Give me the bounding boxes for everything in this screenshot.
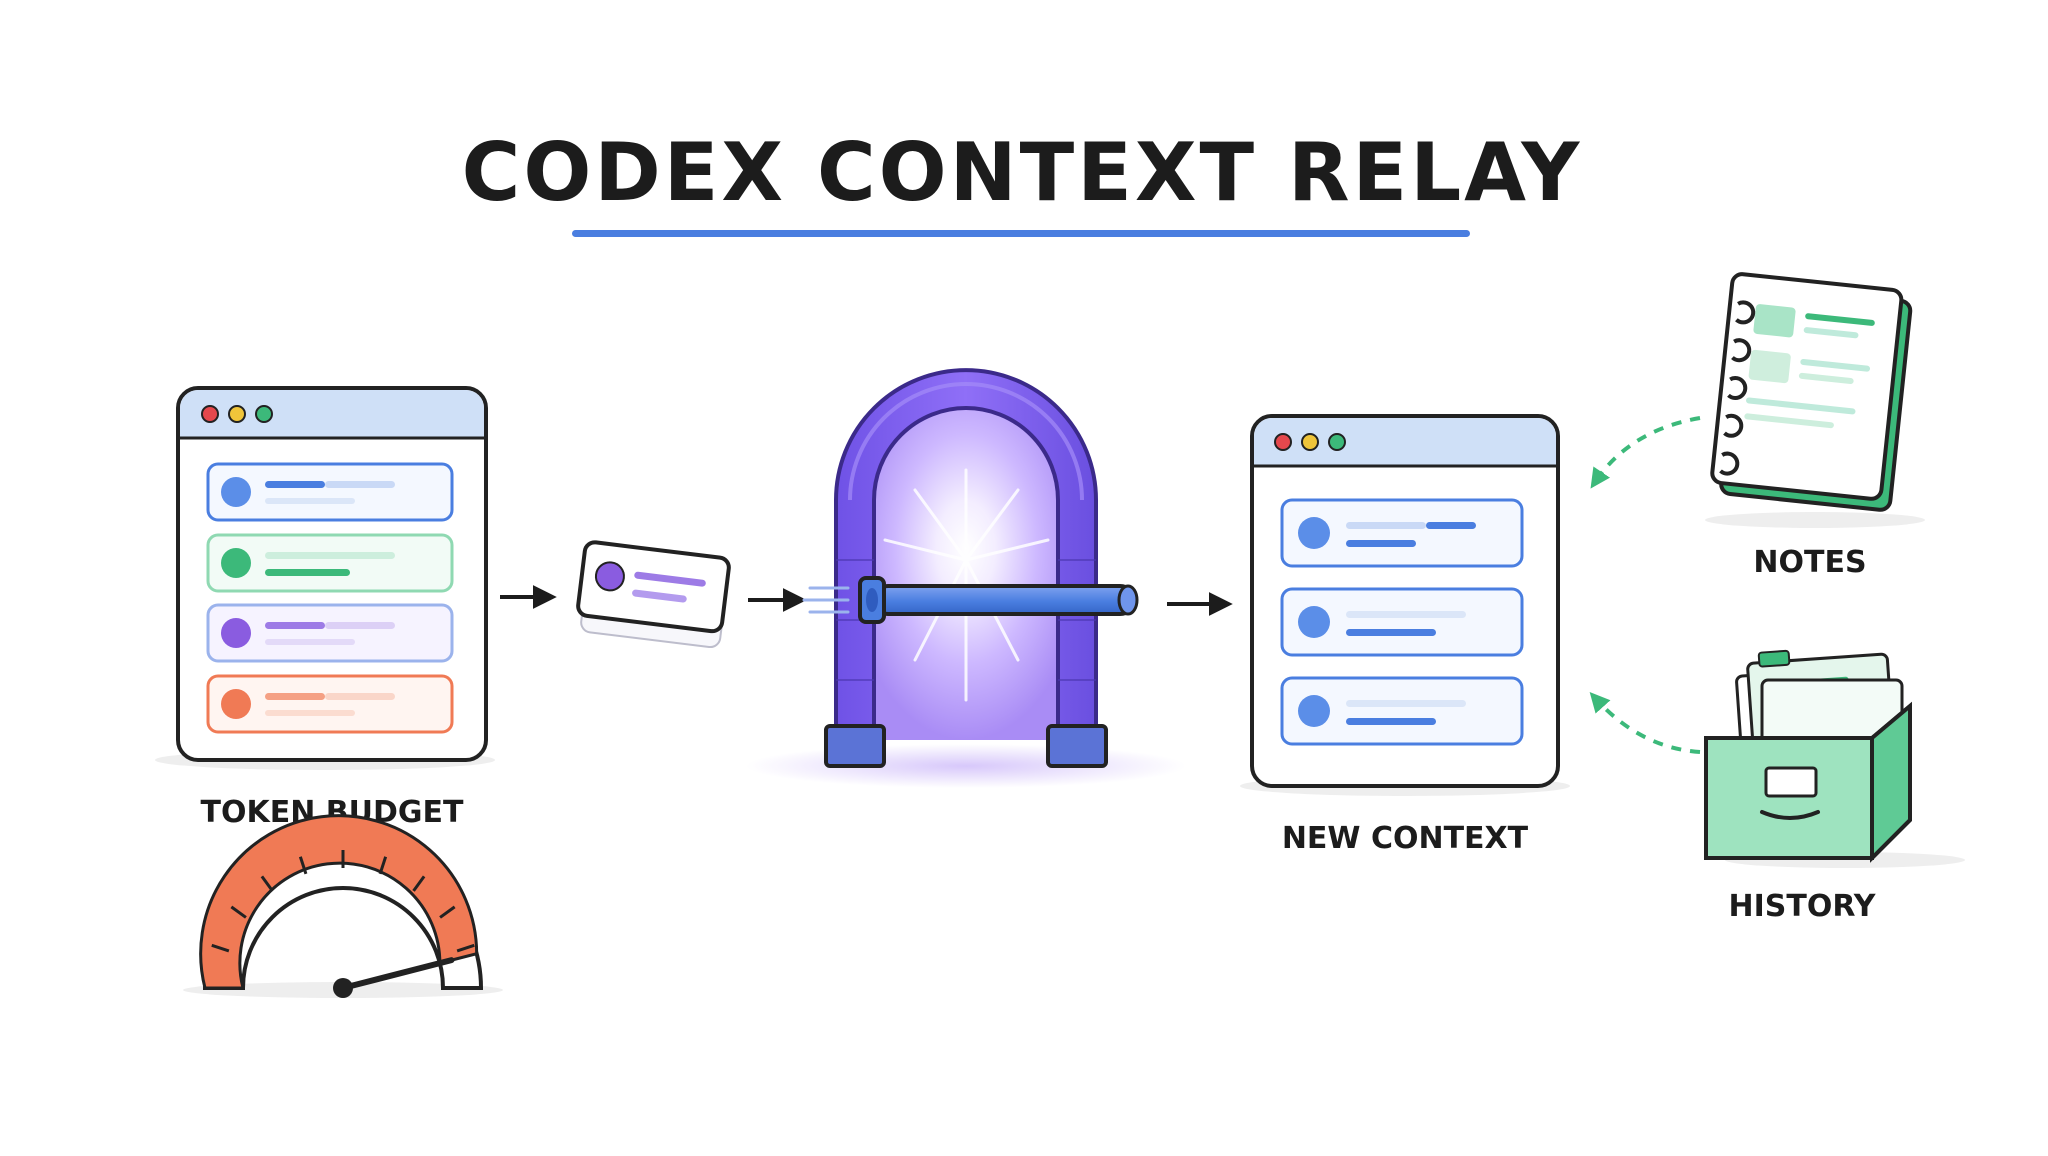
new-context-item — [1280, 587, 1524, 657]
context-item-blue — [206, 462, 454, 522]
new-context-item — [1280, 676, 1524, 746]
history-icon — [1704, 649, 1965, 868]
relay-bar — [858, 576, 1139, 624]
gauge-tick — [439, 905, 456, 919]
window-close-dot — [201, 405, 219, 423]
title-group: CODEX CONTEXT RELAY — [462, 126, 1583, 237]
page-title: CODEX CONTEXT RELAY — [462, 126, 1583, 219]
gauge-tick — [456, 943, 475, 953]
context-item-green — [206, 533, 454, 593]
window-maximize-dot — [255, 405, 273, 423]
gauge-tick — [298, 856, 308, 875]
gauge-fill — [199, 814, 479, 990]
summary-card-icon — [576, 540, 731, 649]
new-context-item — [1280, 498, 1524, 568]
history-to-context-arrow — [1589, 692, 1701, 754]
history-label: HISTORY — [1728, 889, 1876, 924]
gauge-icon — [183, 814, 503, 998]
window-minimize-dot — [228, 405, 246, 423]
context-item-purple — [206, 603, 454, 663]
new-context-label: NEW CONTEXT — [1282, 821, 1529, 856]
gauge-tick — [230, 905, 247, 919]
window-close-dot — [1274, 433, 1292, 451]
new-context-window — [1240, 414, 1570, 796]
gauge-needle — [340, 957, 455, 991]
title-underline — [572, 230, 1470, 237]
window-maximize-dot — [1328, 433, 1346, 451]
notes-icon — [1705, 272, 1925, 528]
notes-to-context-arrow — [1590, 416, 1701, 489]
gauge-tick — [412, 875, 426, 892]
token-budget-window — [155, 386, 495, 770]
gauge-tick — [211, 943, 230, 953]
gauge-tick — [260, 875, 274, 892]
portal-icon — [746, 368, 1186, 788]
notes-label: NOTES — [1753, 545, 1866, 580]
gauge-tick — [378, 856, 388, 875]
window-minimize-dot — [1301, 433, 1319, 451]
context-item-orange — [206, 674, 454, 734]
